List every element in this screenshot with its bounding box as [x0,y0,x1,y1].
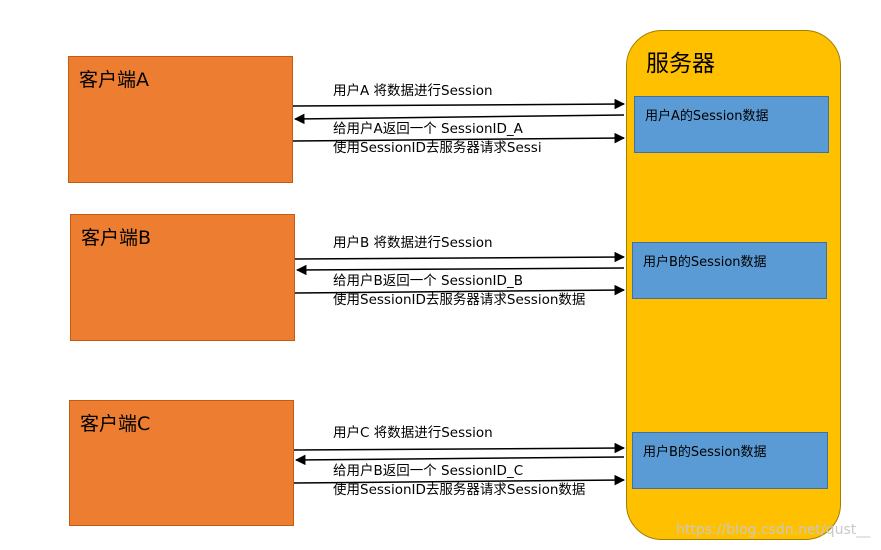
client-c: 客户端C [69,400,294,526]
arrow-a-request [292,132,626,144]
msg-b-return: 给用户B返回一个 SessionID_B [333,273,523,289]
arrow-b-send [294,251,626,263]
server-title: 服务器 [646,51,715,77]
msg-c-request: 使用SessionID去服务器请求Session数据 [333,482,586,498]
session-store-a-label: 用户A的Session数据 [645,109,769,124]
arrow-c-return [294,454,625,466]
arrow-a-return [293,113,625,125]
arrow-b-request [294,284,626,296]
arrow-a-send [292,98,626,110]
msg-a-return: 给用户A返回一个 SessionID_A [333,121,523,137]
client-b: 客户端B [70,214,295,341]
msg-c-send: 用户C 将数据进行Session [333,425,493,441]
session-store-c-label: 用户B的Session数据 [643,445,767,460]
msg-a-request: 使用SessionID去服务器请求Sessi [333,140,542,156]
client-c-label: 客户端C [80,413,151,435]
msg-b-request: 使用SessionID去服务器请求Session数据 [333,292,586,308]
arrow-b-return [295,264,625,276]
msg-c-return: 给用户B返回一个 SessionID_C [333,463,524,479]
session-store-c: 用户B的Session数据 [632,432,828,489]
watermark-text: https://blog.csdn.net/qust__ [676,522,871,538]
arrow-c-send [293,442,626,454]
client-a: 客户端A [68,56,293,183]
session-store-b: 用户B的Session数据 [632,242,827,299]
client-b-label: 客户端B [81,227,152,249]
session-store-a: 用户A的Session数据 [634,96,829,153]
msg-a-send: 用户A 将数据进行Session [333,83,493,99]
msg-b-send: 用户B 将数据进行Session [333,235,493,251]
session-store-b-label: 用户B的Session数据 [643,255,767,270]
client-a-label: 客户端A [79,69,149,91]
arrow-c-request [293,474,626,486]
